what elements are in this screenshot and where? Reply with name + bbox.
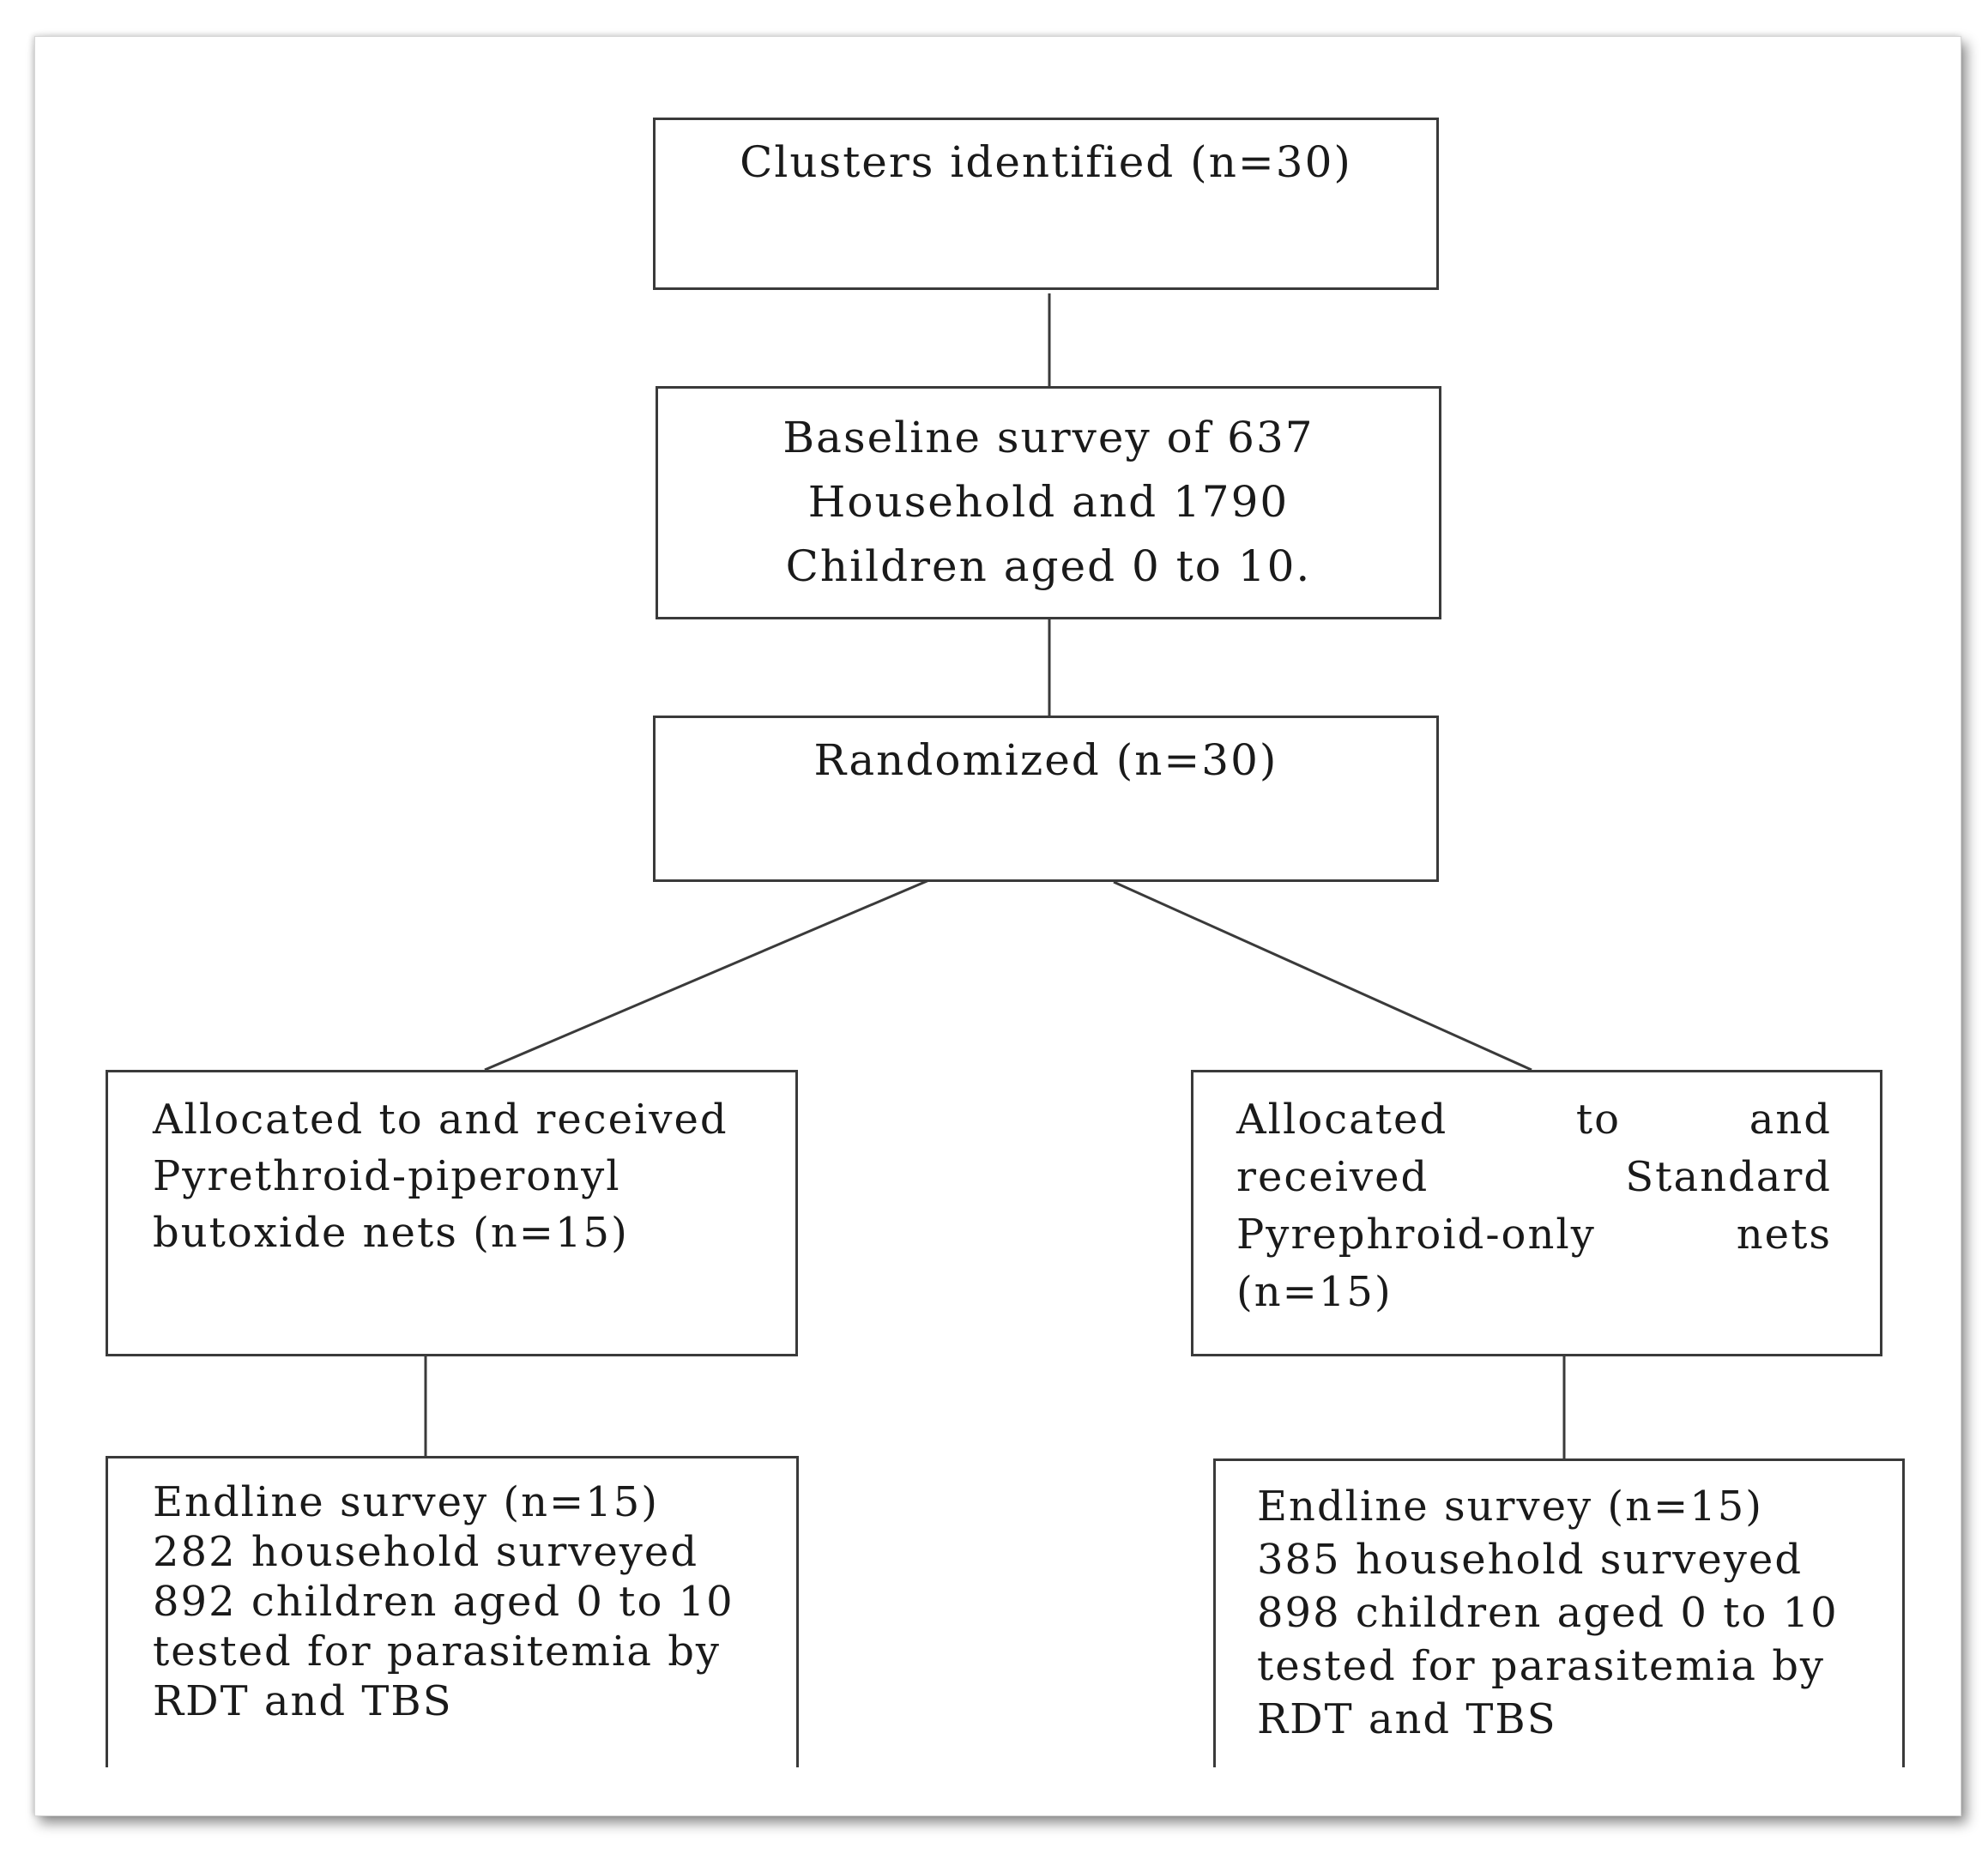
pbo-endline-line-3: 892 children aged 0 to 10 [153,1578,734,1626]
pbo-endline-line-2: 282 household surveyed [153,1528,699,1576]
standard-arm-line-3: Pyrephroid-only nets [1236,1206,1832,1264]
baseline-survey-box: Baseline survey of 637 Household and 179… [656,386,1441,619]
pbo-endline-line-1: Endline survey (n=15) [153,1478,660,1526]
standard-endline-line-3: 898 children aged 0 to 10 [1257,1589,1839,1637]
standard-arm-line-1: Allocated to and [1236,1091,1832,1149]
standard-arm-box: Allocated to and received Standard Pyrep… [1191,1070,1882,1356]
randomized-text: Randomized (n=30) [813,735,1278,785]
randomized-box: Randomized (n=30) [653,716,1439,882]
pbo-arm-line-2: Pyrethroid-piperonyl [153,1152,621,1200]
standard-arm-word: received [1236,1153,1429,1201]
standard-arm-word: Pyrephroid-only [1236,1211,1596,1259]
standard-arm-word: to [1575,1096,1622,1144]
standard-arm-word: and [1749,1096,1832,1144]
standard-endline-line-4: tested for parasitemia by [1257,1642,1826,1690]
baseline-survey-line-1: Baseline survey of 637 [783,413,1314,462]
pbo-endline-line-4: tested for parasitemia by [153,1628,722,1676]
standard-endline-box: Endline survey (n=15) 385 household surv… [1213,1458,1905,1767]
pbo-arm-box: Allocated to and received Pyrethroid-pip… [106,1070,798,1356]
baseline-survey-line-3: Children aged 0 to 10. [785,541,1312,591]
standard-endline-line-1: Endline survey (n=15) [1257,1483,1764,1531]
standard-endline-line-5: RDT and TBS [1257,1695,1557,1743]
pbo-endline-box: Endline survey (n=15) 282 household surv… [106,1456,799,1767]
connector-randomized-standard [1113,880,1532,1072]
standard-endline-line-2: 385 household surveyed [1257,1536,1804,1584]
pbo-endline-line-5: RDT and TBS [153,1677,453,1725]
pbo-arm-line-1: Allocated to and received [153,1096,728,1144]
standard-arm-word: Standard [1625,1153,1832,1201]
clusters-identified-box: Clusters identified (n=30) [653,118,1439,290]
standard-arm-line-4: (n=15) [1236,1268,1393,1316]
connector-randomized-pbo [484,878,932,1072]
standard-arm-word: nets [1736,1211,1832,1259]
clusters-identified-text: Clusters identified (n=30) [740,137,1352,187]
pbo-arm-line-3: butoxide nets (n=15) [153,1209,629,1257]
standard-arm-line-2: received Standard [1236,1149,1832,1206]
baseline-survey-line-2: Household and 1790 [807,477,1290,527]
standard-arm-word: Allocated [1236,1096,1448,1144]
